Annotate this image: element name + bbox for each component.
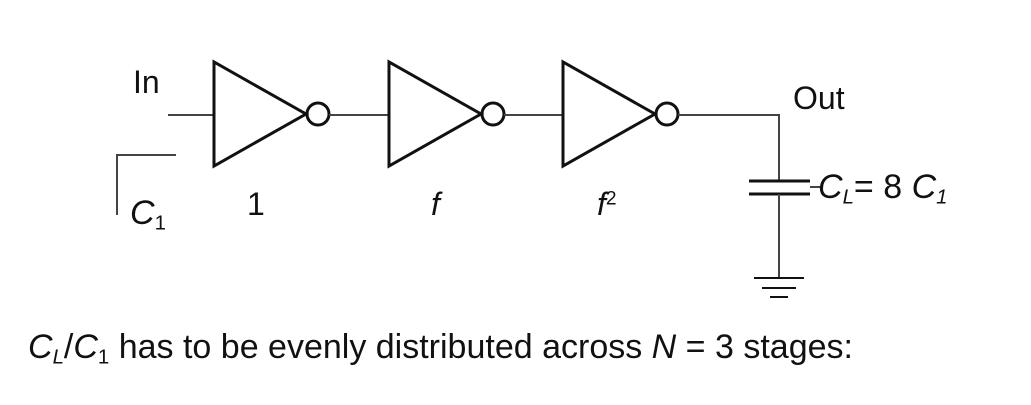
caption-c1-sub: 1 [97, 346, 110, 369]
stage-1-size-label: 1 [247, 186, 265, 222]
stage-3-size-label: f2 [597, 188, 617, 220]
inverter-2-bubble [480, 101, 506, 127]
caption-slash: / [63, 328, 74, 366]
output-label: Out [793, 80, 845, 116]
inverter-2-body [387, 59, 485, 169]
input-cap-bracket [116, 154, 176, 215]
load-cap-subscript: L [842, 186, 854, 209]
inverter-1-bubble [305, 101, 331, 127]
load-cap-equals: = 8 [853, 168, 912, 206]
stage-2-size-label: f [431, 186, 440, 222]
load-capacitance-label: CL= 8 C1 [818, 170, 947, 208]
output-wire [678, 114, 780, 181]
caption-c1: C [73, 328, 98, 366]
inverter-1-body [212, 59, 310, 169]
caption-text-mid: has to be evenly distributed across [109, 328, 652, 366]
load-cap-rhs-letter: C [911, 168, 937, 206]
caption-text: CL/C1 has to be evenly distributed acros… [28, 330, 853, 368]
input-capacitance-label: C1 [130, 196, 166, 234]
caption-n: N [651, 328, 677, 366]
caption-text-end: = 3 stages: [676, 328, 853, 366]
input-label: In [133, 64, 160, 100]
stage-3-base: f [597, 186, 606, 222]
inverter-3-bubble [654, 101, 680, 127]
load-cap-letter: C [818, 168, 843, 206]
input-cap-letter: C [130, 194, 155, 232]
caption-cl-sub: L [52, 346, 64, 369]
load-cap-rhs-subscript: 1 [936, 186, 948, 209]
inverter-3-body [561, 59, 659, 169]
input-cap-subscript: 1 [154, 212, 166, 235]
caption-cl: C [28, 328, 53, 366]
stage-3-exponent: 2 [605, 188, 617, 210]
